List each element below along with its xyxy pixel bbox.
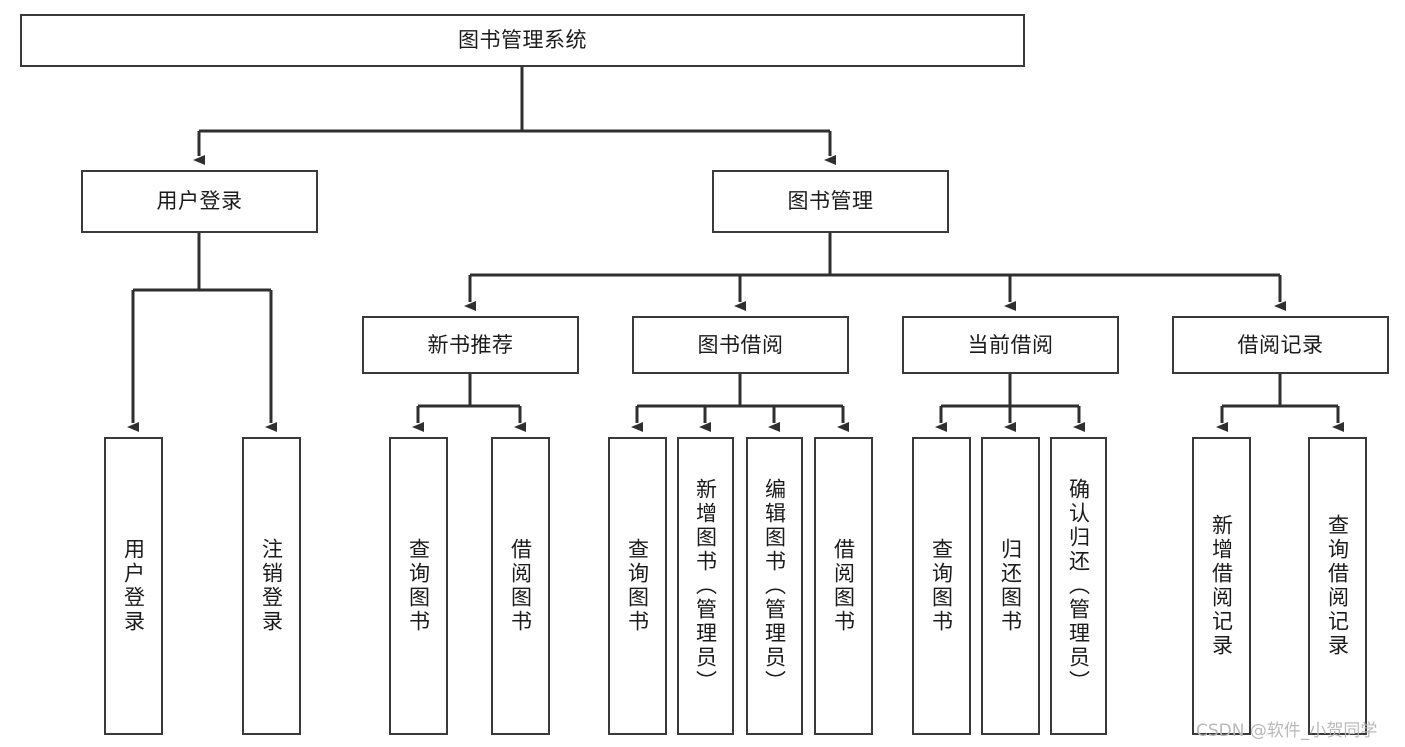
leaf-edit-book-admin-label: 编辑图书（管理员）	[762, 478, 787, 694]
node-book-borrow[interactable]: 图书借阅	[632, 316, 849, 374]
leaf-borrow-book-recommend-label: 借阅图书	[508, 538, 533, 634]
leaf-user-login[interactable]: 用户登录	[104, 437, 163, 735]
leaf-query-book-borrow-label: 查询图书	[625, 538, 650, 634]
node-borrow-record[interactable]: 借阅记录	[1172, 316, 1389, 374]
node-book-management[interactable]: 图书管理	[712, 170, 949, 233]
leaf-query-borrow-record[interactable]: 查询借阅记录	[1308, 437, 1367, 735]
leaf-user-login-label: 用户登录	[121, 538, 146, 634]
leaf-query-book-recommend-label: 查询图书	[406, 538, 431, 634]
node-root-label: 图书管理系统	[458, 28, 587, 53]
node-current-borrow[interactable]: 当前借阅	[902, 316, 1119, 374]
leaf-add-borrow-record-label: 新增借阅记录	[1209, 514, 1234, 658]
leaf-confirm-return-admin-label: 确认归还（管理员）	[1066, 478, 1091, 694]
leaf-query-borrow-record-label: 查询借阅记录	[1325, 514, 1350, 658]
leaf-confirm-return-admin[interactable]: 确认归还（管理员）	[1050, 437, 1107, 735]
leaf-logout-label: 注销登录	[259, 538, 284, 634]
node-borrow-record-label: 借阅记录	[1237, 332, 1324, 357]
leaf-query-book-current-label: 查询图书	[929, 538, 954, 634]
leaf-query-book-borrow[interactable]: 查询图书	[608, 437, 667, 735]
node-new-book-recommend[interactable]: 新书推荐	[362, 316, 579, 374]
leaf-edit-book-admin[interactable]: 编辑图书（管理员）	[746, 437, 803, 735]
leaf-add-borrow-record[interactable]: 新增借阅记录	[1192, 437, 1251, 735]
node-user-login-label: 用户登录	[156, 189, 243, 214]
leaf-return-book-label: 归还图书	[998, 538, 1023, 634]
leaf-query-book-recommend[interactable]: 查询图书	[389, 437, 448, 735]
leaf-add-book-admin-label: 新增图书（管理员）	[693, 478, 718, 694]
leaf-query-book-current[interactable]: 查询图书	[912, 437, 971, 735]
node-current-borrow-label: 当前借阅	[967, 332, 1054, 357]
leaf-return-book[interactable]: 归还图书	[981, 437, 1040, 735]
leaf-logout[interactable]: 注销登录	[242, 437, 301, 735]
node-new-book-recommend-label: 新书推荐	[427, 332, 514, 357]
node-user-login[interactable]: 用户登录	[81, 170, 318, 233]
leaf-borrow-book-recommend[interactable]: 借阅图书	[491, 437, 550, 735]
node-book-management-label: 图书管理	[787, 189, 874, 214]
leaf-borrow-book-label: 借阅图书	[831, 538, 856, 634]
node-book-borrow-label: 图书借阅	[697, 332, 784, 357]
watermark-text: CSDN @软件_小贺同学	[1196, 721, 1378, 741]
node-root[interactable]: 图书管理系统	[20, 14, 1025, 67]
leaf-add-book-admin[interactable]: 新增图书（管理员）	[677, 437, 734, 735]
leaf-borrow-book[interactable]: 借阅图书	[814, 437, 873, 735]
